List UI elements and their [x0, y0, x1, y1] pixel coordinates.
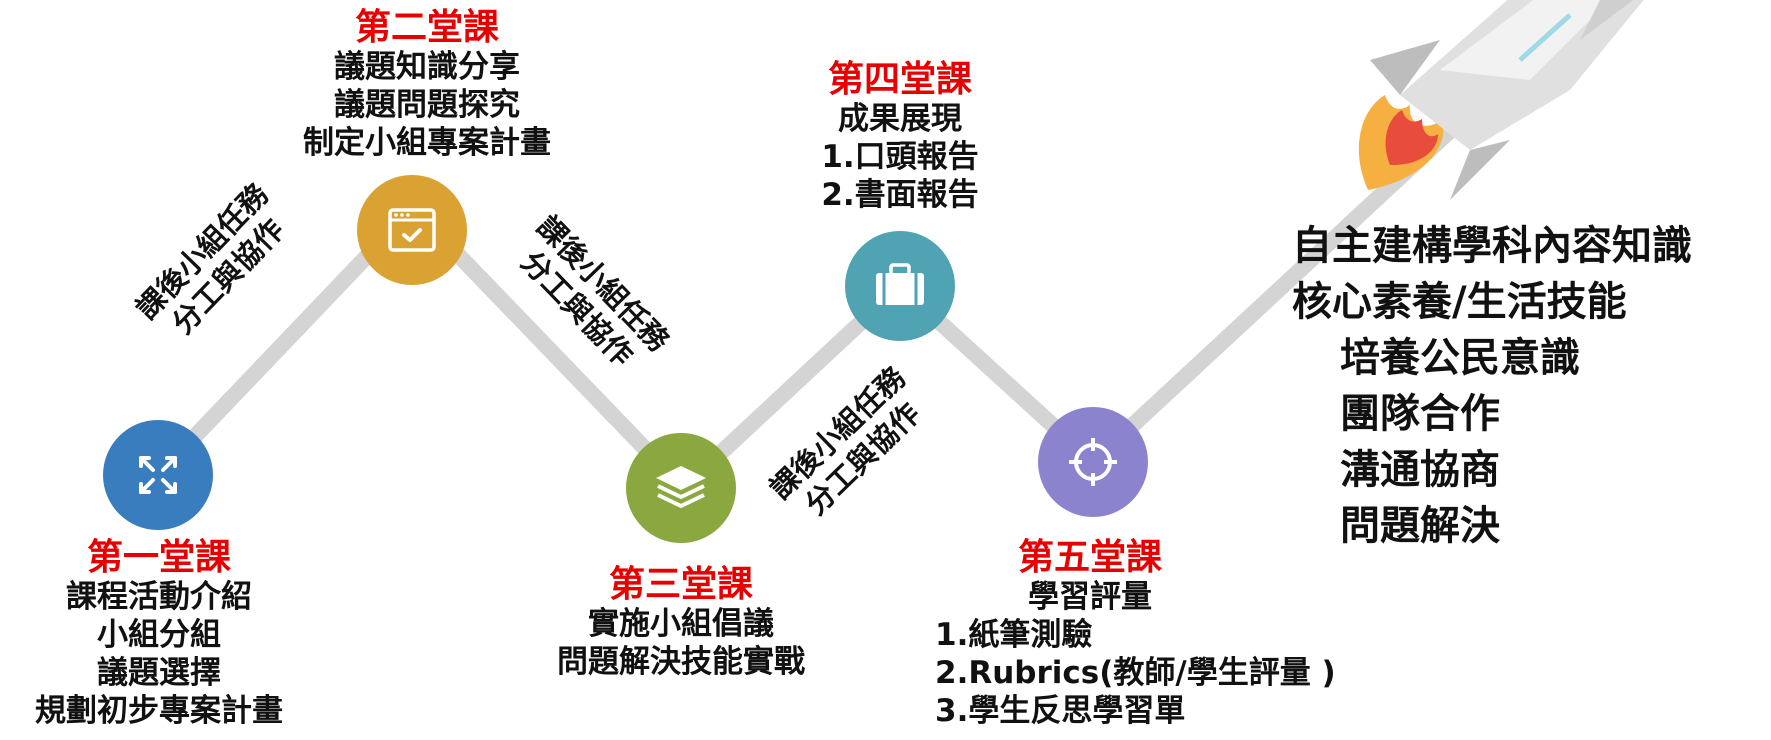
- lesson-node-1: [103, 420, 213, 530]
- lesson-3-line: 實施小組倡議: [588, 606, 774, 642]
- lesson-node-5: [1038, 407, 1148, 517]
- lesson-5-line: 1.紙筆測驗: [935, 617, 1093, 653]
- lesson-5-line: 學習評量: [1028, 579, 1152, 615]
- lesson-1-title: 第一堂課: [86, 537, 231, 578]
- rocket-flame: [1358, 95, 1444, 190]
- lesson-1-line: 小組分組: [97, 617, 221, 653]
- lesson-3-title: 第三堂課: [608, 564, 753, 605]
- lesson-5-line: 3.學生反思學習單: [935, 693, 1186, 729]
- expand-arrows-icon: [139, 456, 177, 494]
- lesson-1-line: 議題選擇: [97, 655, 221, 691]
- lesson-4-line: 2.書面報告: [821, 177, 979, 213]
- outcome-item: 核心素養/生活技能: [1292, 279, 1627, 325]
- lesson-5-block: 第五堂課 學習評量 1.紙筆測驗 2.Rubrics(教師/學生評量 ) 3.學…: [935, 538, 1375, 730]
- lesson-2-line: 議題問題探究: [334, 87, 520, 123]
- lesson-node-3: [626, 433, 736, 543]
- lesson-1-block: 第一堂課 課程活動介紹 小組分組 議題選擇 規劃初步專案計畫: [0, 538, 318, 730]
- lesson-2-title: 第二堂課: [354, 7, 499, 48]
- browser-check-icon: [388, 208, 436, 252]
- lesson-1-line: 課程活動介紹: [66, 579, 252, 615]
- lesson-2-block: 第二堂課 議題知識分享 議題問題探究 制定小組專案計畫: [262, 8, 592, 162]
- lesson-4-line: 1.口頭報告: [821, 139, 979, 175]
- outcome-item: 溝通協商: [1340, 447, 1500, 493]
- outcome-item: 問題解決: [1340, 503, 1500, 549]
- lesson-1-line: 規劃初步專案計畫: [35, 693, 283, 729]
- outcomes-list: 自主建構學科內容知識 核心素養/生活技能 培養公民意識 團隊合作 溝通協商 問題…: [1292, 218, 1692, 554]
- layers-icon: [656, 466, 706, 508]
- lesson-2-line: 制定小組專案計畫: [303, 125, 551, 161]
- crosshair-icon: [1069, 438, 1117, 486]
- rocket-body: [1370, 0, 1644, 200]
- rocket-illustration: [1358, 0, 1644, 200]
- lesson-4-block: 第四堂課 成果展現 1.口頭報告 2.書面報告: [795, 60, 1005, 214]
- lesson-node-4: [845, 231, 955, 341]
- lesson-3-block: 第三堂課 實施小組倡議 問題解決技能實戰: [516, 565, 846, 681]
- lesson-node-2: [357, 175, 467, 285]
- outcome-item: 自主建構學科內容知識: [1292, 223, 1692, 269]
- lesson-5-title: 第五堂課: [1017, 537, 1162, 578]
- lesson-4-line: 成果展現: [838, 101, 962, 137]
- lesson-3-line: 問題解決技能實戰: [557, 644, 805, 680]
- lesson-5-line: 2.Rubrics(教師/學生評量 ): [935, 655, 1336, 691]
- lesson-4-title: 第四堂課: [827, 59, 972, 100]
- outcome-item: 團隊合作: [1340, 391, 1500, 437]
- briefcase-icon: [876, 263, 924, 305]
- outcome-item: 培養公民意識: [1340, 335, 1580, 381]
- lesson-2-line: 議題知識分享: [334, 49, 520, 85]
